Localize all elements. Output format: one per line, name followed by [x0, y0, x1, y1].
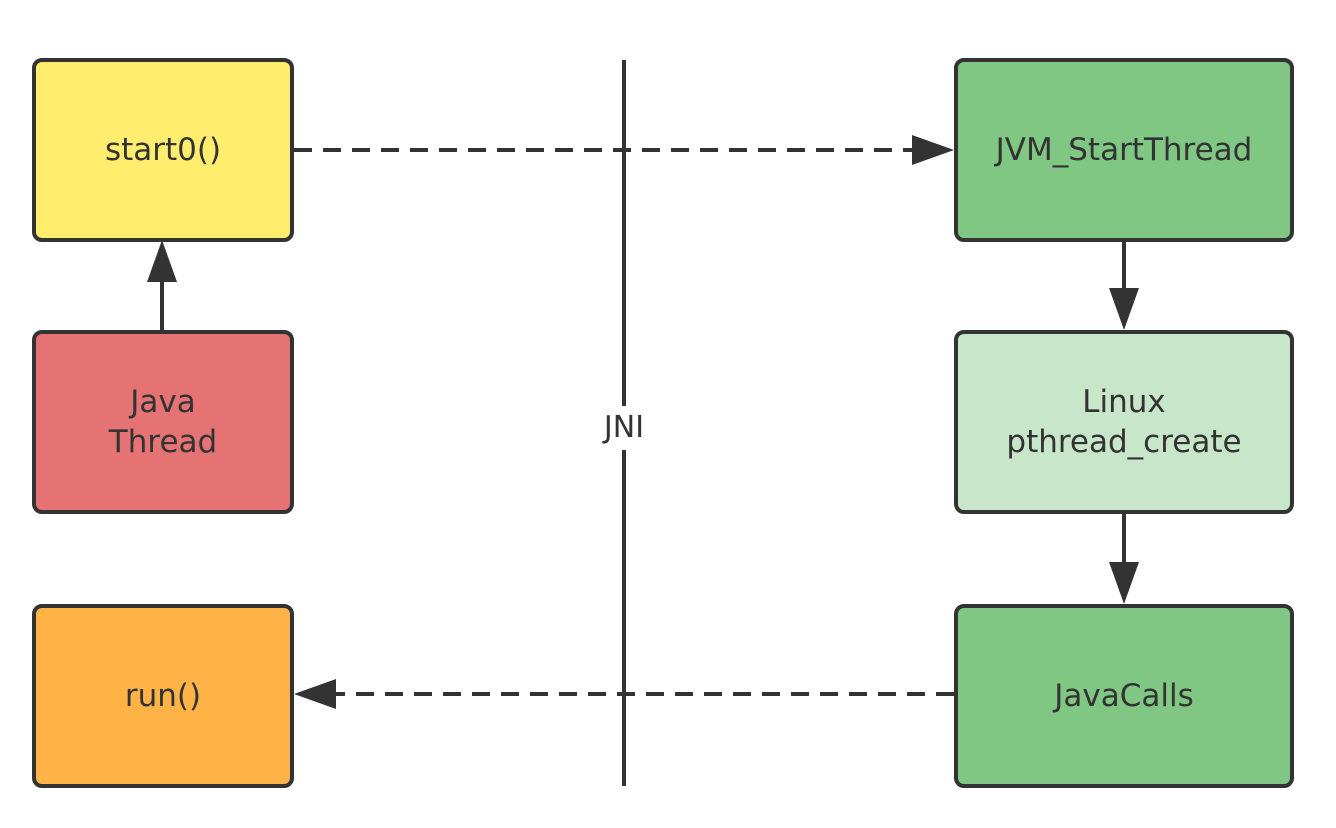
- node-linux-pthread-create: Linux pthread_create: [954, 330, 1294, 514]
- node-linux-pthread-create-label-line-1: Linux: [1082, 384, 1166, 420]
- arrowhead-right-icon: [912, 135, 954, 165]
- node-start0-label: start0(): [104, 132, 222, 168]
- arrowhead-down-icon: [1109, 562, 1139, 604]
- node-java-calls: JavaCalls: [954, 604, 1294, 788]
- node-java-thread-label-line-1: Java: [130, 384, 196, 420]
- node-java-thread-label-line-2: Thread: [108, 424, 218, 460]
- node-jvm-start-thread: JVM_StartThread: [954, 58, 1294, 242]
- node-run-label: run(): [124, 678, 202, 714]
- node-linux-pthread-create-label-line-2: pthread_create: [1006, 424, 1242, 460]
- node-java-thread: Java Thread: [32, 330, 294, 514]
- node-jvm-start-thread-label: JVM_StartThread: [995, 132, 1253, 168]
- node-run: run(): [32, 604, 294, 788]
- arrowhead-up-icon: [147, 240, 177, 282]
- arrowhead-left-icon: [294, 679, 336, 709]
- arrowhead-down-icon: [1109, 288, 1139, 330]
- jni-divider-label: JNI: [594, 406, 654, 450]
- node-start0: start0(): [32, 58, 294, 242]
- node-java-calls-label: JavaCalls: [1054, 678, 1194, 714]
